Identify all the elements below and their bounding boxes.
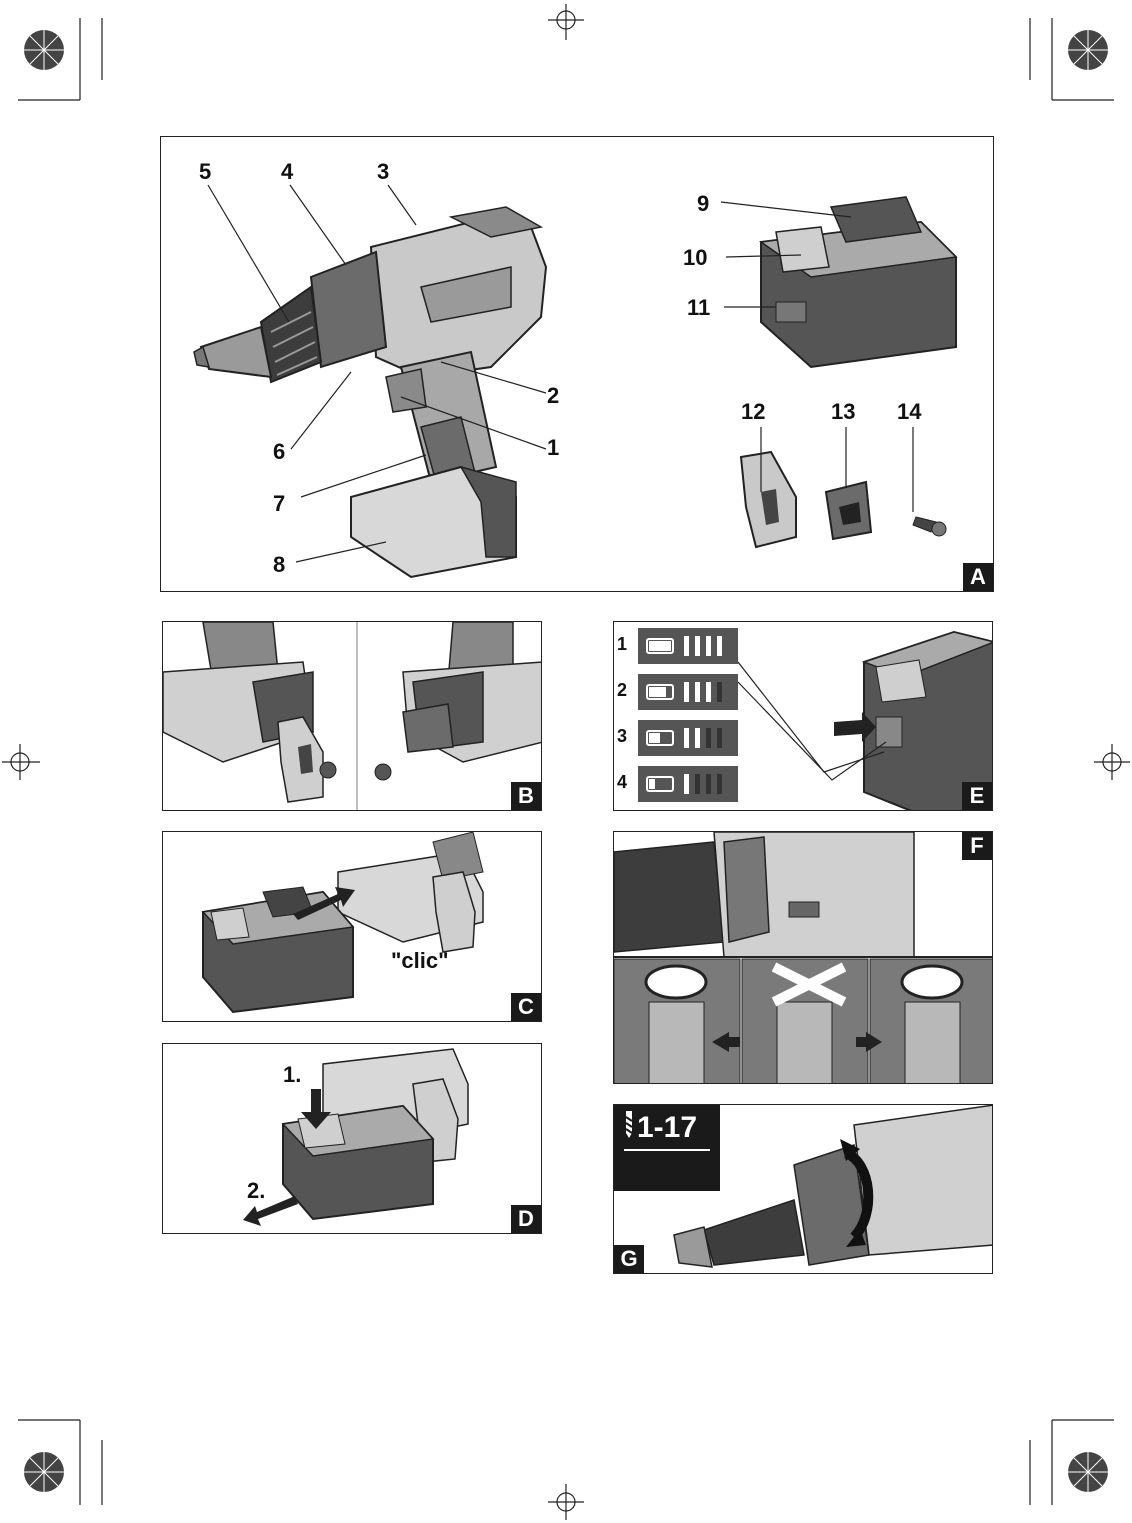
figure-panel-c: "clic" C: [162, 831, 542, 1022]
panel-label-f: F: [962, 832, 992, 860]
led-segment: [706, 682, 711, 702]
led-segment: [717, 774, 722, 794]
panel-label-d: D: [511, 1205, 541, 1233]
battery-removal-illustration: [163, 1044, 542, 1234]
charge-level-row: 1: [614, 626, 738, 666]
battery-icon: [646, 638, 674, 654]
led-segment: [717, 682, 722, 702]
callout-10: 10: [683, 245, 707, 271]
figure-panel-a: 5 4 3 2 1 6 7 8 9 10 11 12 13 14 A: [160, 136, 994, 592]
charge-level-indicator: [638, 628, 738, 664]
panel-label-c: C: [511, 993, 541, 1021]
charge-level-number: 1: [617, 634, 627, 655]
led-segment: [717, 636, 722, 656]
screw-illustration: [913, 517, 946, 536]
battery-fill: [649, 641, 671, 651]
belt-clip-mounting-illustration: [163, 622, 542, 811]
callout-11: 11: [687, 295, 710, 321]
battery-icon: [646, 730, 674, 746]
figure-panel-b: B: [162, 621, 542, 811]
charge-level-row: 2: [614, 672, 738, 712]
led-segment: [706, 728, 711, 748]
drill-illustration: [194, 207, 546, 577]
battery-fill: [649, 687, 666, 697]
panel-label-g: G: [614, 1245, 644, 1273]
led-segment: [695, 728, 700, 748]
charge-level-indicator: [638, 766, 738, 802]
led-segment: [695, 636, 700, 656]
led-segment: [695, 774, 700, 794]
callout-8: 8: [273, 552, 285, 578]
charge-level-indicator: [638, 720, 738, 756]
led-segment: [695, 682, 700, 702]
callout-3: 3: [377, 159, 389, 185]
led-segment: [684, 682, 689, 702]
battery-pack-illustration: [761, 197, 956, 367]
click-sound-label: "clic": [391, 948, 449, 974]
belt-clip-illustration: [741, 452, 796, 547]
callout-7: 7: [273, 491, 285, 517]
torque-setting-badge: 1-17: [614, 1105, 720, 1191]
figure-panel-e: 1 2 3 4 E: [613, 621, 993, 811]
panel-label-a: A: [963, 563, 993, 591]
figure-panel-f: F: [613, 831, 993, 1084]
charge-level-row: 4: [614, 764, 738, 804]
charge-level-number: 2: [617, 680, 627, 701]
figure-panel-d: 1. 2. D: [162, 1043, 542, 1234]
charge-level-row: 3: [614, 718, 738, 758]
drill-overview-illustration: [161, 137, 994, 592]
battery-icon: [646, 776, 674, 792]
callout-6: 6: [273, 439, 285, 465]
figure-panel-g: 1-17 G: [613, 1104, 993, 1274]
bit-holder-illustration: [826, 482, 871, 539]
callout-1: 1: [547, 435, 559, 461]
led-segment: [706, 636, 711, 656]
battery-fill: [649, 733, 660, 743]
led-segment: [706, 774, 711, 794]
callout-9: 9: [697, 191, 709, 217]
charge-level-number: 4: [617, 772, 627, 793]
panel-label-e: E: [962, 782, 992, 810]
rotation-direction-illustration: [614, 832, 993, 1084]
led-segment: [717, 728, 722, 748]
charge-level-number: 3: [617, 726, 627, 747]
callout-4: 4: [281, 159, 293, 185]
callout-5: 5: [199, 159, 211, 185]
led-segment: [684, 728, 689, 748]
panel-label-b: B: [511, 782, 541, 810]
step-1-label: 1.: [283, 1062, 301, 1088]
led-segment: [684, 774, 689, 794]
battery-insertion-illustration: [163, 832, 542, 1022]
charge-level-list: 1 2 3 4: [614, 622, 738, 811]
callout-13: 13: [831, 399, 855, 425]
charge-level-indicator: [638, 674, 738, 710]
battery-fill: [649, 779, 655, 789]
led-segment: [684, 636, 689, 656]
drill-bit-icon: [614, 1109, 644, 1139]
callout-14: 14: [897, 399, 921, 425]
step-2-label: 2.: [247, 1178, 265, 1204]
badge-divider: [624, 1149, 710, 1151]
callout-2: 2: [547, 383, 559, 409]
battery-icon: [646, 684, 674, 700]
callout-12: 12: [741, 399, 765, 425]
